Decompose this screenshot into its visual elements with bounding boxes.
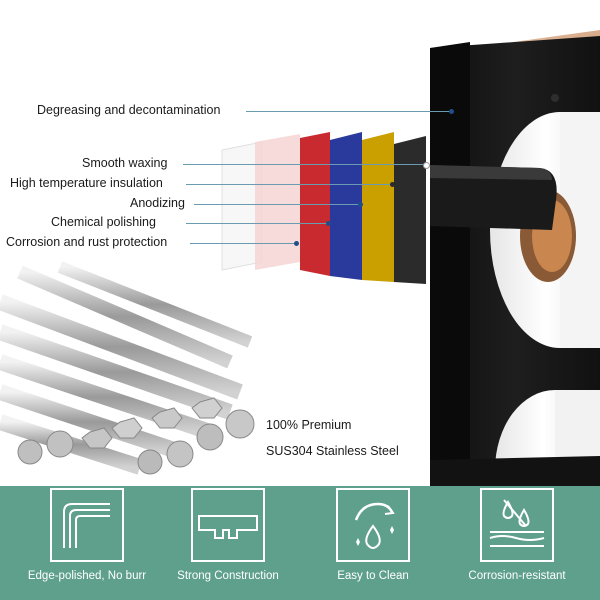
feature-label-easy-clean: Easy to Clean <box>337 570 409 582</box>
feature-label-strong-construction: Strong Construction <box>177 570 279 582</box>
product-illustration <box>0 30 600 486</box>
corrosion-resistant-icon <box>480 488 554 562</box>
layer-label-corrosion-rust: Corrosion and rust protection <box>6 235 168 249</box>
layer-leader-high-temp <box>186 184 394 185</box>
layer-leader-anodizing <box>194 204 362 205</box>
strong-construction-icon <box>191 488 265 562</box>
holder-arm <box>430 165 557 230</box>
easy-clean-icon <box>336 488 410 562</box>
feature-label-corrosion-resistant: Corrosion-resistant <box>468 570 566 582</box>
edge-polished-icon <box>50 488 124 562</box>
layer-label-degreasing: Degreasing and decontamination <box>37 103 221 117</box>
layer-leader-chemical-polishing <box>186 223 330 224</box>
layer-dot-degreasing <box>449 109 454 114</box>
layer-dot-smooth-waxing <box>423 162 430 169</box>
feature-strong-construction: Strong Construction <box>168 488 288 600</box>
layer-label-anodizing: Anodizing <box>130 196 185 210</box>
layer-leader-corrosion-rust <box>190 243 298 244</box>
layer-dot-anodizing <box>358 202 363 207</box>
feature-edge-polished: Edge-polished, No burr <box>27 488 147 600</box>
feature-label-edge-polished: Edge-polished, No burr <box>27 570 147 582</box>
material-line-1: 100% Premium <box>266 418 352 432</box>
layer-label-high-temp: High temperature insulation <box>10 176 163 190</box>
steel-rods-image <box>0 261 255 475</box>
layer-dot-high-temp <box>390 182 395 187</box>
layer-leader-degreasing <box>246 111 452 112</box>
layer-dot-corrosion-rust <box>294 241 299 246</box>
coating-layers-graphic <box>221 132 426 284</box>
layer-label-smooth-waxing: Smooth waxing <box>82 156 168 170</box>
material-line-2: SUS304 Stainless Steel <box>266 444 399 458</box>
screw-1 <box>551 94 559 102</box>
feature-corrosion-resistant: Corrosion-resistant <box>457 488 577 600</box>
layer-leader-smooth-waxing <box>183 164 425 165</box>
layer-label-chemical-polishing: Chemical polishing <box>51 215 156 229</box>
feature-easy-clean: Easy to Clean <box>313 488 433 600</box>
layer-dot-chemical-polishing <box>326 221 331 226</box>
